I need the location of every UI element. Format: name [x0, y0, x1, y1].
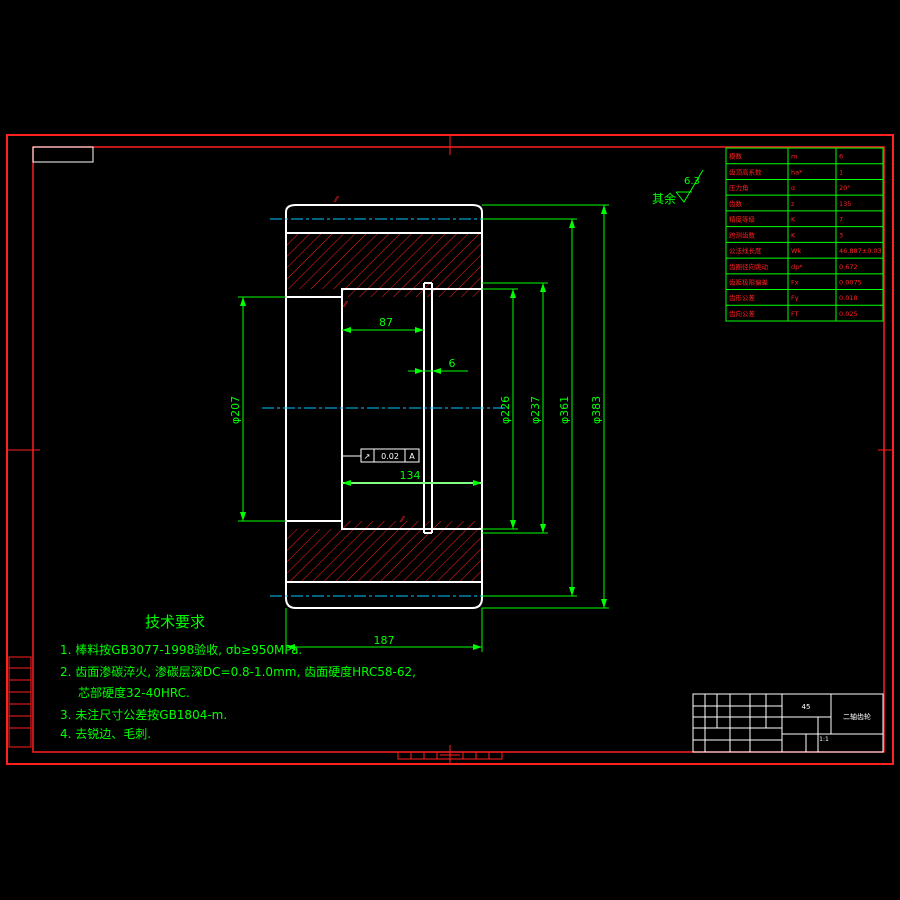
params-cell-name: 跨测齿数	[729, 230, 756, 239]
frame-center-marks	[7, 135, 893, 764]
hatch-top-bore	[286, 289, 342, 297]
title-block-part-name: 二轴齿轮	[843, 712, 871, 721]
hatch-bottom-bore	[286, 521, 342, 529]
dimension-arrows	[240, 205, 607, 650]
params-cell-name: 公法线长度	[729, 246, 762, 255]
tech-req-line-2: 2. 齿面渗碳淬火, 渗碳层深DC=0.8-1.0mm, 齿面硬度HRC58-6…	[60, 664, 416, 679]
params-cell-name: 齿形公差	[729, 293, 756, 302]
tolerance-value: 0.02	[381, 452, 399, 461]
title-block	[692, 693, 884, 753]
tolerance-datum: A	[409, 452, 415, 461]
title-block-scale: 1:1	[819, 736, 829, 743]
surface-finish-value: 6.3	[684, 176, 700, 187]
params-cell-symbol: ha*	[791, 168, 803, 176]
params-cell-name: 齿数	[729, 199, 743, 208]
params-cell-symbol: Fγ	[791, 294, 799, 302]
params-cell-value: 7	[839, 216, 843, 224]
params-cell-name: 齿顶高系数	[729, 167, 762, 176]
params-cell-symbol: α	[791, 184, 795, 192]
params-cell-symbol: K	[791, 231, 796, 239]
dim-87: 87	[379, 316, 393, 329]
tech-req-line-4: 3. 未注尺寸公差按GB1804-m.	[60, 707, 227, 722]
params-cell-symbol: m	[791, 153, 797, 161]
params-cell-symbol: z	[791, 200, 795, 208]
hatch-bottom	[286, 521, 482, 582]
params-cell-value: 0.025	[839, 310, 858, 318]
title-block-material: 45	[802, 703, 811, 711]
params-cell-value: 0.672	[839, 263, 858, 271]
params-cell-value: 3	[839, 231, 843, 239]
tech-req-line-3: 芯部硬度32-40HRC.	[78, 685, 190, 700]
params-cell-value: 46.887±0.03	[839, 247, 882, 255]
params-cell-name: 模数	[729, 152, 743, 161]
surface-finish-label: 其余	[652, 191, 676, 206]
dim-187: 187	[374, 634, 395, 647]
surface-finish-symbol	[675, 169, 704, 203]
params-cell-name: 齿距极限偏差	[729, 278, 769, 287]
gear-outline	[285, 204, 483, 609]
params-cell-value: 1	[839, 168, 843, 176]
dim-6: 6	[449, 357, 456, 370]
dimension-lines	[238, 204, 609, 652]
params-cell-name: 齿向公差	[729, 309, 756, 318]
dim-dia361: φ361	[558, 396, 571, 424]
dim-dia207: φ207	[229, 396, 242, 424]
params-cell-value: 20°	[839, 184, 851, 192]
params-cell-name: 齿圈径向跳动	[729, 262, 769, 271]
left-margin-blocks	[8, 656, 32, 748]
params-cell-symbol: Fx	[791, 279, 799, 287]
tech-req-line-5: 4. 去锐边、毛刺.	[60, 727, 151, 741]
params-cell-value: 0.0075	[839, 279, 862, 287]
roughness-mark-bottom: ⁄⁄	[399, 515, 405, 524]
params-cell-symbol: FT	[791, 310, 799, 318]
params-cell-value: 0.018	[839, 294, 858, 302]
params-cell-name: 压力角	[729, 183, 749, 192]
dim-dia237: φ237	[529, 396, 542, 424]
tech-req-title: 技术要求	[145, 613, 205, 631]
roughness-mark-bore: ⁄⁄	[342, 300, 348, 309]
roughness-mark-top: ⁄⁄	[333, 195, 339, 204]
centerlines	[262, 218, 505, 597]
params-table: 模数 m 6 齿顶高系数 ha* 1 压力角 α 20° 齿数 z 135 精度等级 K 7 跨测齿数 K 3 公法…	[725, 147, 884, 322]
dim-134: 134	[400, 469, 421, 482]
params-cell-symbol: Wk	[791, 247, 801, 255]
hatch-top	[286, 233, 482, 297]
tolerance-frame	[342, 448, 420, 463]
tech-req-line-1: 1. 棒料按GB3077-1998验收, σb≥950MPa.	[60, 642, 302, 657]
params-cell-symbol: dp*	[791, 263, 803, 271]
tolerance-symbol: ↗	[364, 452, 371, 461]
params-cell-value: 135	[839, 200, 851, 208]
dim-dia383: φ383	[590, 396, 603, 424]
corner-box	[32, 146, 94, 163]
dim-dia226: φ226	[499, 396, 512, 424]
params-cell-name: 精度等级	[729, 215, 756, 224]
params-cell-value: 6	[839, 153, 843, 161]
bottom-ruler	[397, 751, 503, 760]
params-cell-symbol: K	[791, 216, 796, 224]
